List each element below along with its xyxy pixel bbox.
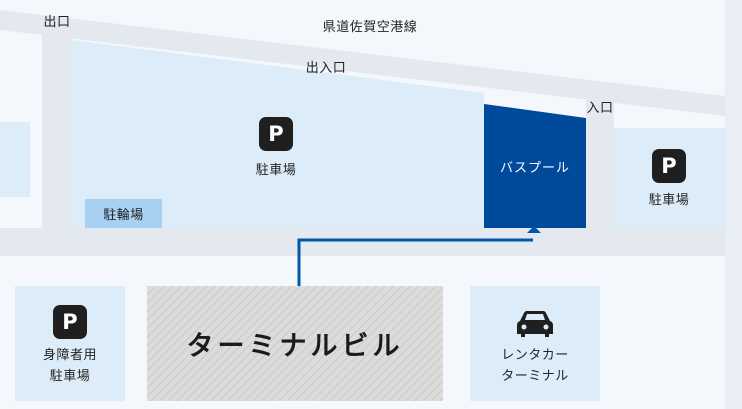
entrance-label: 入口	[586, 101, 614, 116]
terminal-building-label: ターミナルビル	[186, 331, 404, 362]
rental-car-label-2: ターミナル	[501, 369, 569, 384]
right-edge	[725, 0, 742, 409]
east-parking-label: 駐車場	[648, 193, 690, 208]
parking-icon: P	[53, 305, 87, 339]
exit-label: 出口	[43, 15, 71, 30]
bicycle-parking-label: 駐輪場	[103, 208, 144, 223]
prefectural-road	[0, 10, 725, 116]
accessible-parking-label-1: 身障者用	[42, 348, 98, 363]
car-icon	[517, 311, 553, 337]
entrance-road	[586, 100, 614, 235]
bus-pool-area	[484, 104, 586, 228]
rental-car-label-1: レンタカー	[501, 348, 569, 363]
rental-car-area	[470, 286, 600, 401]
west-parking-lot	[0, 122, 30, 197]
entrance-exit-label: 出入口	[305, 61, 347, 76]
parking-icon: P	[652, 149, 686, 183]
route-arrow	[297, 238, 533, 286]
bus-pool-label: バスプール	[499, 160, 570, 176]
main-parking-label: 駐車場	[255, 163, 297, 178]
route-arrowhead	[527, 226, 541, 233]
inner-road	[0, 228, 725, 256]
exit-road	[42, 20, 72, 235]
terminal-building-area	[147, 286, 443, 401]
parking-icon: P	[259, 117, 293, 151]
accessible-parking-label-2: 駐車場	[49, 369, 91, 384]
bicycle-parking: 駐輪場	[85, 199, 162, 228]
prefectural-road-label: 県道佐賀空港線	[322, 20, 418, 35]
